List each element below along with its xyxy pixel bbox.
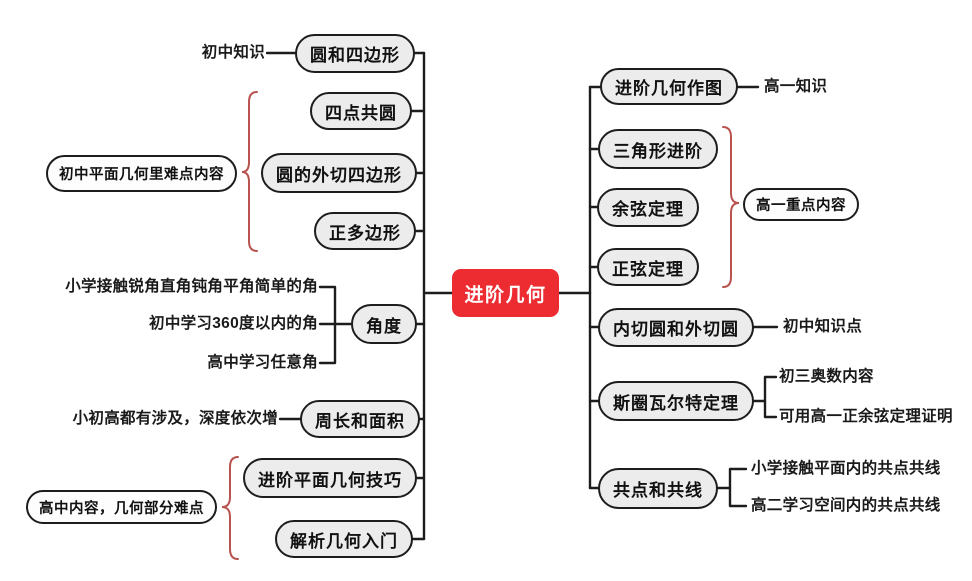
node-incircle-and-excircle[interactable]: 内切圆和外切圆 (598, 308, 754, 347)
node-circumscribed-quadrilateral[interactable]: 圆的外切四边形 (261, 153, 417, 193)
node-concurrent-and-collinear[interactable]: 共点和共线 (598, 468, 718, 509)
node-cosine-theorem[interactable]: 余弦定理 (597, 188, 699, 227)
node-regular-polygon[interactable]: 正多边形 (314, 212, 416, 250)
collinear-annotation-bracket (708, 467, 748, 508)
brace-senior-key-group (722, 126, 740, 288)
annotation-stewart-olympiad[interactable]: 初三奥数内容 (779, 368, 874, 385)
annotation-junior-knowledge[interactable]: 初中知识 (201, 44, 265, 61)
center-topic[interactable]: 进阶几何 (452, 269, 559, 317)
node-stewart-theorem[interactable]: 斯圈瓦尔特定理 (598, 381, 754, 421)
brace-senior-difficult-group (221, 456, 239, 560)
node-sine-theorem[interactable]: 正弦定理 (597, 248, 699, 286)
callout-senior-geometry-difficulty[interactable]: 高中内容，几何部分难点 (26, 490, 217, 524)
annotation-collinear-primary[interactable]: 小学接触平面内的共点共线 (751, 460, 941, 477)
node-perimeter-and-area[interactable]: 周长和面积 (300, 400, 420, 438)
annotation-collinear-senior[interactable]: 高二学习空间内的共点共线 (751, 497, 941, 514)
annotation-stewart-proof[interactable]: 可用高一正余弦定理证明 (779, 408, 953, 425)
callout-junior-geometry-difficulty[interactable]: 初中平面几何里难点内容 (46, 155, 237, 192)
annotation-construction-grade[interactable]: 高一知识 (764, 78, 828, 95)
node-four-points-concyclic[interactable]: 四点共圆 (310, 92, 412, 130)
angle-annotation-bracket (318, 285, 358, 365)
node-angle[interactable]: 角度 (351, 304, 417, 344)
annotation-angle-junior[interactable]: 初中学习360度以内的角 (149, 315, 318, 332)
node-advanced-geometry-construction[interactable]: 进阶几何作图 (600, 68, 738, 105)
right-node-connectors (588, 85, 602, 490)
annotation-angle-primary[interactable]: 小学接触锐角直角钝角平角简单的角 (65, 278, 318, 295)
node-advanced-plane-geometry-skills[interactable]: 进阶平面几何技巧 (243, 458, 417, 498)
left-node-connectors (410, 51, 426, 541)
annotation-angle-senior[interactable]: 高中学习任意角 (207, 354, 318, 371)
stewart-annotation-bracket (744, 375, 778, 419)
annotation-incircle-grade[interactable]: 初中知识点 (783, 318, 863, 335)
node-analytic-geometry-intro[interactable]: 解析几何入门 (275, 520, 413, 558)
annotation-perimeter-note[interactable]: 小初高都有涉及，深度依次增 (72, 410, 278, 427)
node-triangle-advanced[interactable]: 三角形进阶 (598, 129, 718, 169)
brace-junior-difficult-group (241, 91, 258, 252)
callout-senior-key-content[interactable]: 高一重点内容 (743, 188, 859, 221)
node-circle-and-quadrilateral[interactable]: 圆和四边形 (295, 34, 415, 73)
